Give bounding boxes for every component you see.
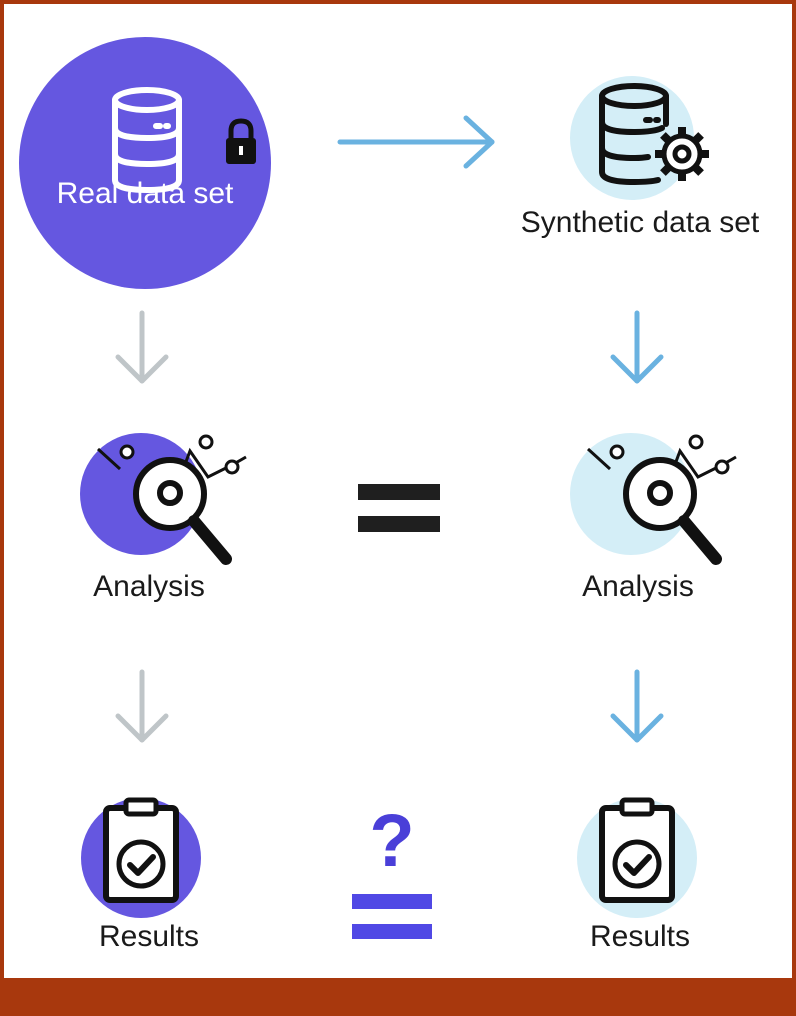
arrow-down-left-2-icon bbox=[114, 668, 170, 746]
arrow-down-right-1-icon bbox=[609, 309, 665, 387]
lock-icon bbox=[221, 117, 261, 167]
magnifier-chart-icon bbox=[96, 434, 247, 565]
database-icon bbox=[106, 86, 188, 194]
footer-bar bbox=[0, 978, 796, 1016]
results-comparison: ? bbox=[350, 799, 434, 944]
analysis-left-node bbox=[80, 429, 260, 569]
clipboard-check-icon bbox=[103, 797, 179, 903]
results-left-label: Results bbox=[98, 920, 200, 953]
analysis-left-label: Analysis bbox=[93, 570, 205, 603]
results-right-label: Results bbox=[589, 920, 691, 953]
clipboard-check-icon bbox=[599, 797, 675, 903]
question-mark: ? bbox=[369, 799, 415, 882]
diagram-panel: Real data set bbox=[4, 4, 792, 978]
magnifier-chart-icon bbox=[586, 434, 737, 565]
equals-analysis-icon bbox=[358, 484, 440, 534]
synthetic-data-set-label: Synthetic data set bbox=[520, 206, 760, 239]
arrow-right-icon bbox=[336, 114, 501, 170]
database-gear-icon bbox=[594, 82, 724, 192]
analysis-right-node bbox=[570, 429, 750, 569]
arrow-down-right-2-icon bbox=[609, 668, 665, 746]
arrow-down-left-1-icon bbox=[114, 309, 170, 387]
results-right-node bbox=[574, 794, 704, 924]
real-data-set-label: Real data set bbox=[56, 177, 234, 210]
results-left-node bbox=[78, 794, 208, 924]
analysis-right-label: Analysis bbox=[582, 570, 694, 603]
real-data-set-node: Real data set bbox=[14, 32, 276, 294]
equals-results-icon bbox=[352, 894, 432, 940]
synthetic-data-set-node bbox=[560, 74, 740, 204]
